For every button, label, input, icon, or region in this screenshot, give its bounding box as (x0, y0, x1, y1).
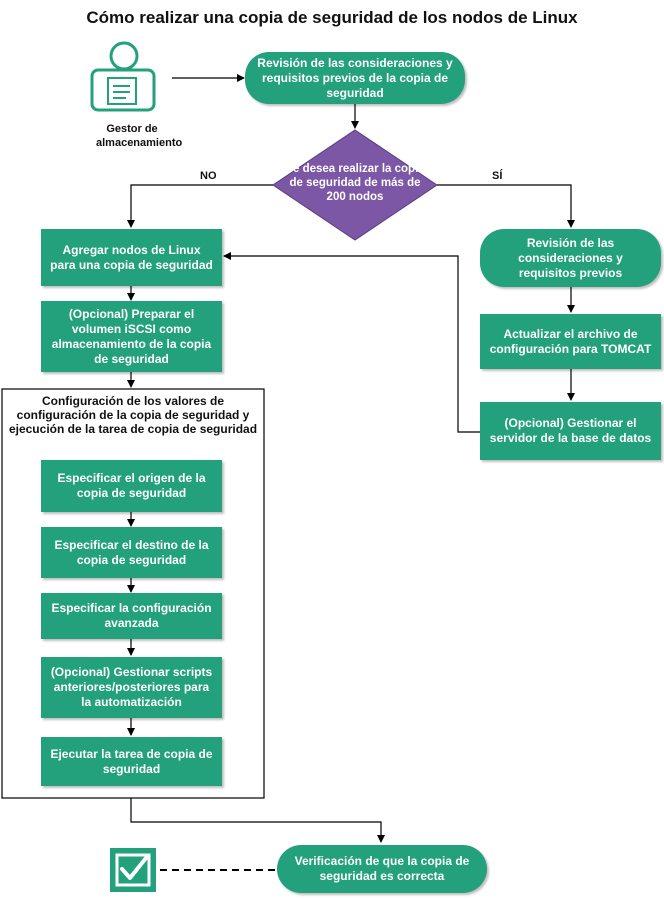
yes-label: SÍ (492, 170, 503, 182)
connector-no (127, 184, 273, 228)
connector-group-verify (130, 798, 385, 843)
node-label: Especificar el destino de la copia de se… (54, 537, 209, 567)
review-prerequisites-node[interactable]: Revisión de las consideraciones y requis… (245, 52, 465, 104)
specify-source-node[interactable]: Especificar el origen de la copia de seg… (41, 460, 222, 512)
node-label: Especificar la configuración avanzada (51, 601, 212, 630)
manage-database-node[interactable]: (Opcional) Gestionar el servidor de la b… (480, 402, 661, 460)
run-backup-job-node[interactable]: Ejecutar la tarea de copia de seguridad (41, 737, 222, 786)
group-title: Configuración de los valores de configur… (8, 394, 258, 436)
decision-diamond (272, 129, 438, 241)
no-label: NO (200, 170, 217, 182)
storage-manager-icon (90, 41, 156, 112)
specify-destination-node[interactable]: Especificar el destino de la copia de se… (41, 527, 222, 578)
decision-text: Se desea realizar la copia de seguridad … (285, 163, 425, 203)
add-linux-nodes-node[interactable]: Agregar nodos de Linux para una copia de… (41, 229, 222, 286)
node-label: (Opcional) Gestionar el servidor de la b… (489, 416, 652, 445)
node-label: Verificación de que la copia de segurida… (294, 854, 470, 883)
connector-yes (437, 184, 575, 228)
update-tomcat-node[interactable]: Actualizar el archivo de configuración p… (480, 314, 661, 369)
group-box (1, 388, 265, 799)
node-label: Especificar el origen de la copia de seg… (57, 471, 206, 500)
node-label: Actualizar el archivo de configuración p… (489, 326, 652, 356)
node-label: Revisión de las consideraciones y requis… (257, 55, 453, 100)
prepare-iscsi-node[interactable]: (Opcional) Preparar el volumen iSCSI com… (41, 301, 222, 372)
node-label: (Opcional) Preparar el volumen iSCSI com… (51, 306, 212, 366)
page-title: Cómo realizar una copia de seguridad de … (86, 8, 578, 27)
node-label: Agregar nodos de Linux para una copia de… (50, 242, 213, 272)
verify-backup-node[interactable]: Verificación de que la copia de segurida… (277, 845, 487, 893)
checkbox-icon (110, 848, 156, 892)
node-label: (Opcional) Gestionar scripts anteriores/… (50, 665, 213, 709)
review-prerequisites-right-node[interactable]: Revisión de las consideraciones y requis… (480, 229, 661, 287)
specify-advanced-node[interactable]: Especificar la configuración avanzada (41, 593, 222, 639)
node-label: Ejecutar la tarea de copia de seguridad (50, 746, 213, 776)
connector-db-addnodes (223, 252, 480, 433)
node-label: Revisión de las consideraciones y requis… (518, 235, 623, 280)
manage-scripts-node[interactable]: (Opcional) Gestionar scripts anteriores/… (41, 657, 222, 718)
actor-label: Gestor de almacenamiento (96, 123, 183, 149)
